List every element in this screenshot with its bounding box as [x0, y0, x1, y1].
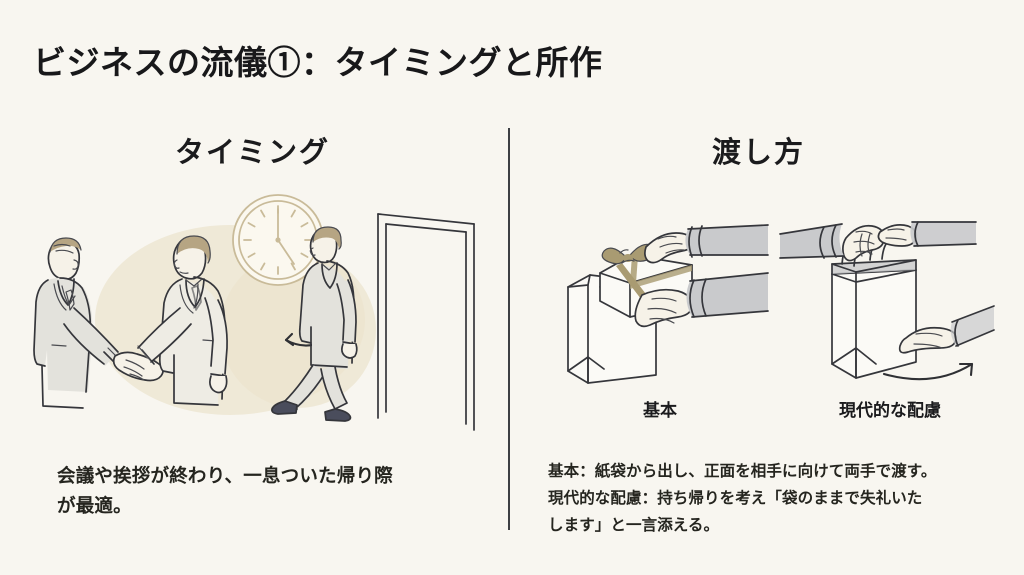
sub-label-basic: 基本 [643, 401, 677, 420]
handshake-clock-door-illustration [30, 180, 490, 440]
businessman-left [33, 237, 123, 409]
page-title: ビジネスの流儀①：タイミングと所作 [33, 46, 603, 82]
caption-handover: 基本：紙袋から出し、正面を相手に向けて両手で渡す。 現代的な配慮：持ち帰りを考え… [548, 463, 937, 534]
paper-bag-handed-by-handles [779, 221, 995, 397]
motion-arrow [882, 362, 974, 381]
lower-hand [634, 272, 769, 328]
section-heading-handover: 渡し方 [712, 137, 806, 169]
vertical-divider [508, 128, 510, 530]
clock-hour-hand [277, 239, 295, 265]
section-heading-timing: タイミング [175, 137, 331, 169]
gift-box-handed-over-paper-bag [560, 224, 770, 395]
caption-timing: 会議や挨拶が終わり、一息ついた帰り際 が最適。 [57, 465, 393, 516]
businessman-right [137, 235, 228, 406]
giver-hand [779, 221, 977, 262]
sub-label-modern: 現代的な配慮 [839, 401, 941, 420]
paper-bag [831, 237, 917, 379]
receiving-hand [898, 305, 995, 354]
man-walking-to-door [271, 226, 358, 422]
upper-hand [644, 224, 769, 264]
doorway [377, 213, 475, 431]
